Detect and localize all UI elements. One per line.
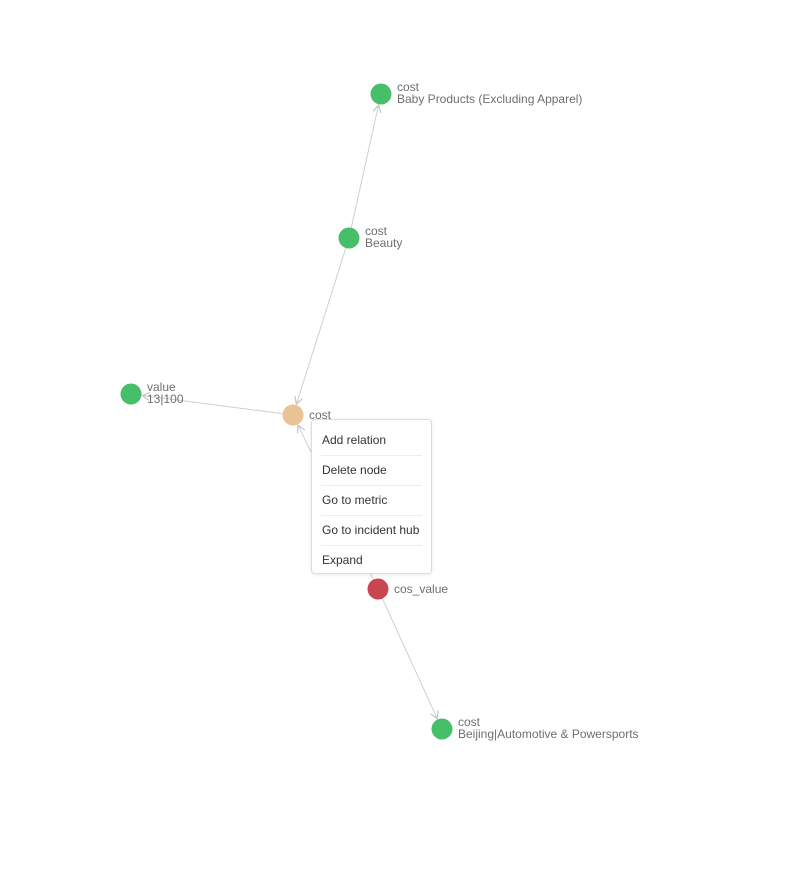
- edge-center-to-value[interactable]: [142, 394, 283, 415]
- node-metric-label: value: [147, 380, 176, 394]
- edge-arrow-icon: [296, 424, 306, 434]
- node-dimension-label: Beijing|Automotive & Powersports: [458, 727, 639, 741]
- node-context-menu: Add relation Delete node Go to metric Go…: [311, 419, 432, 574]
- node-metric-label: cost: [458, 715, 481, 729]
- node-circle[interactable]: [338, 227, 360, 249]
- node-circle[interactable]: [120, 383, 142, 405]
- node-metric-label: cost: [365, 224, 388, 238]
- edge-arrow-icon: [372, 104, 382, 114]
- graph-node-center[interactable]: cost: [282, 404, 332, 426]
- go-to-incident-hub-menu-item[interactable]: Go to incident hub: [321, 516, 422, 546]
- node-metric-label: cos_value: [394, 582, 448, 596]
- edge-cos-to-beijing[interactable]: [381, 598, 438, 719]
- go-to-metric-menu-item[interactable]: Go to metric: [321, 486, 422, 516]
- node-dimension-label: Beauty: [365, 236, 402, 250]
- node-dimension-label: 13|100: [147, 392, 184, 406]
- delete-node-menu-item[interactable]: Delete node: [321, 456, 422, 486]
- edge-arrow-icon: [430, 710, 439, 720]
- node-dimension-label: Baby Products (Excluding Apparel): [397, 92, 582, 106]
- node-circle[interactable]: [431, 718, 453, 740]
- edge-arrow-icon: [294, 396, 303, 406]
- node-circle[interactable]: [282, 404, 304, 426]
- expand-menu-item[interactable]: Expand: [322, 553, 363, 567]
- add-relation-menu-item[interactable]: Add relation: [321, 426, 422, 456]
- edge-beauty-to-baby[interactable]: [350, 105, 379, 228]
- node-metric-label: cost: [309, 408, 332, 422]
- graph-node-cos[interactable]: cos_value: [367, 578, 449, 600]
- edge-arrow-icon: [141, 391, 151, 401]
- node-circle[interactable]: [367, 578, 389, 600]
- node-circle[interactable]: [370, 83, 392, 105]
- node-metric-label: cost: [397, 80, 420, 94]
- edge-beauty-to-center[interactable]: [295, 247, 347, 405]
